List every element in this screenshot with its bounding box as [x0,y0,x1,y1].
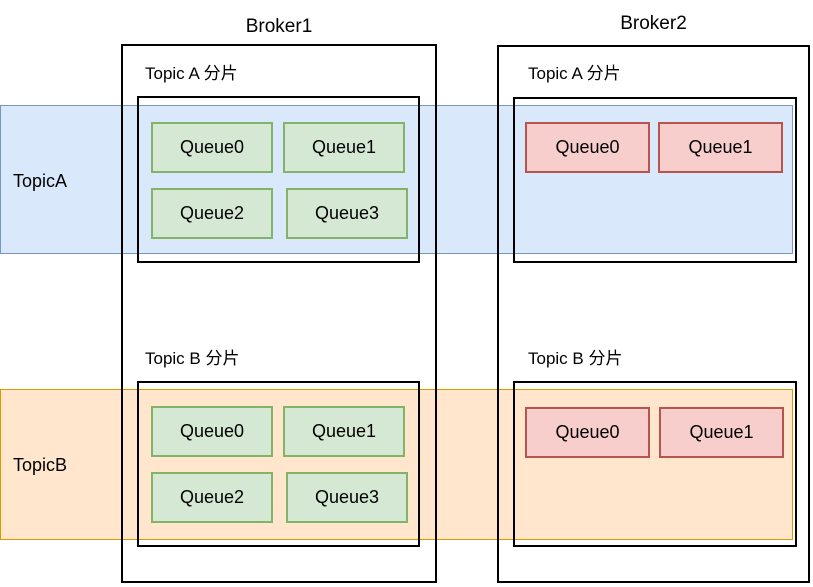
broker1-box [121,44,437,583]
broker2-topic-b-shard-box [513,381,797,547]
queue-box: Queue0 [525,407,650,458]
broker1-topic-b-shard-box [137,381,420,547]
broker1-topic-a-shard-label: Topic A 分片 [145,64,238,83]
queue-box: Queue0 [525,122,650,173]
queue-box: Queue1 [283,122,405,173]
queue-box: Queue1 [658,122,783,173]
broker2-topic-b-shard-label: Topic B 分片 [528,349,623,368]
queue-box: Queue1 [283,406,405,457]
broker1-topic-a-shard-box [137,96,420,263]
queue-box: Queue3 [286,472,408,523]
broker1-topic-b-shard-label: Topic B 分片 [145,349,240,368]
broker2-title: Broker2 [620,13,687,34]
queue-box: Queue2 [151,188,273,239]
queue-box: Queue1 [659,407,784,458]
queue-box: Queue3 [286,188,408,239]
queue-box: Queue0 [151,406,273,457]
topic-a-band-label: TopicA [13,171,68,191]
broker1-title: Broker1 [245,16,313,37]
queue-box: Queue2 [151,472,273,523]
broker2-box [497,45,810,583]
queue-box: Queue0 [151,122,273,173]
topic-b-band-label: TopicB [13,455,68,475]
broker2-topic-a-shard-label: Topic A 分片 [528,64,621,83]
broker2-topic-a-shard-box [513,97,797,263]
